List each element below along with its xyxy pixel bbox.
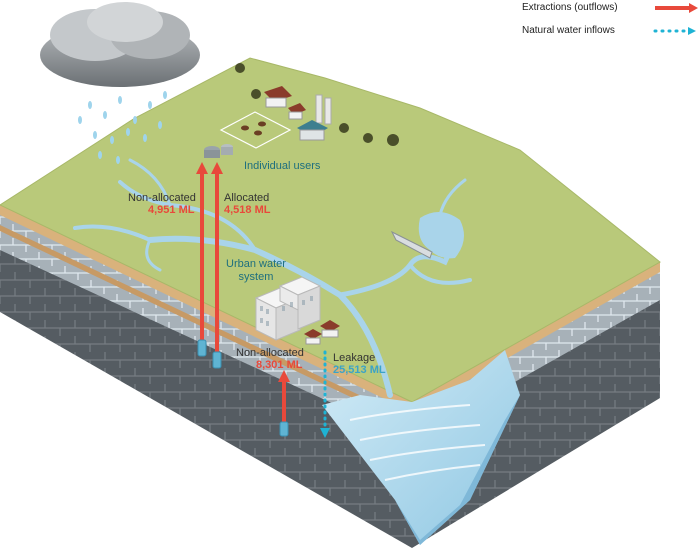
dam-wall — [390, 230, 433, 259]
legend-extractions-label: Extractions (outflows) — [522, 2, 618, 13]
reservoir-lake — [418, 211, 464, 259]
individual-users-label: Individual users — [244, 160, 321, 172]
legend — [653, 3, 698, 35]
paddock — [219, 111, 292, 149]
land-surface — [0, 57, 661, 403]
urban-water-system-label: Urban water system — [226, 258, 286, 283]
extraction-arrows — [196, 162, 290, 437]
leakage-value: 25,513 ML — [333, 364, 386, 376]
river-waves — [349, 404, 486, 481]
arrow-non-allocated-1-head — [196, 162, 208, 174]
urban-buildings — [254, 276, 340, 345]
trees — [235, 63, 399, 146]
rain-cloud — [40, 2, 200, 87]
non-allocated-2-title: Non-allocated — [236, 347, 304, 359]
rain-drops — [78, 91, 167, 164]
arrow-allocated-head — [211, 162, 223, 174]
legend-inflows-label: Natural water inflows — [522, 25, 615, 36]
arrow-non-allocated-2-head — [278, 370, 290, 382]
water-tanks — [204, 144, 233, 158]
farm-buildings — [264, 86, 332, 141]
leakage-inflow-arrow — [320, 350, 330, 438]
river-network — [73, 158, 472, 398]
allocated-title: Allocated — [224, 192, 270, 204]
allocated-value: 4,518 ML — [224, 204, 271, 216]
non-allocated-2-value: 8,301 ML — [256, 359, 303, 371]
block-front-face — [0, 205, 412, 548]
leakage-title: Leakage — [333, 352, 376, 364]
non-allocated-1-value: 4,951 ML — [148, 204, 195, 216]
non-allocated-1-title: Non-allocated — [128, 192, 196, 204]
